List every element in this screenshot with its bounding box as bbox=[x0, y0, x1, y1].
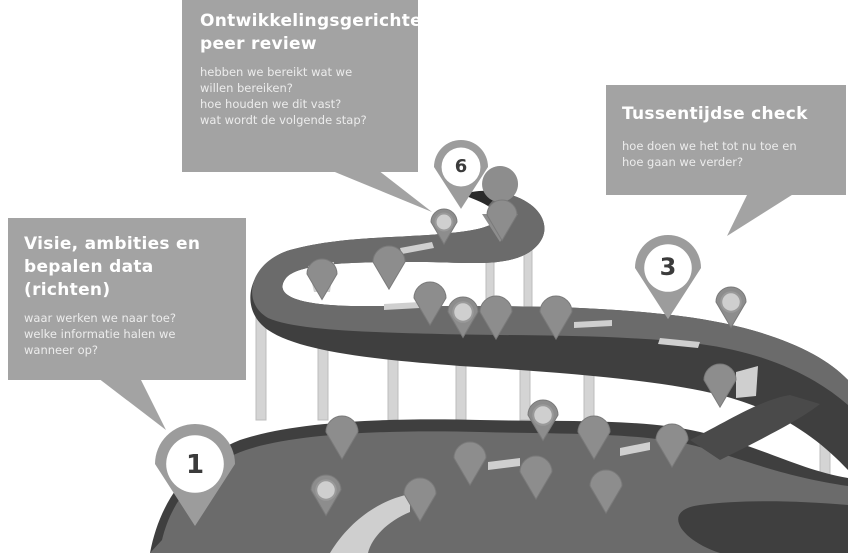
step-3-line-2: hoe gaan we verder? bbox=[622, 155, 744, 169]
location-pin-icon bbox=[447, 296, 479, 339]
step-1-line-1: waar werken we naar toe? bbox=[24, 311, 176, 325]
bubble-step-6 bbox=[182, 0, 432, 212]
marker-step-6-number: 6 bbox=[454, 156, 468, 177]
step-1-title-line-1: Visie, ambities en bbox=[24, 234, 201, 254]
location-pin-icon bbox=[479, 295, 513, 341]
bubble-step-1 bbox=[8, 218, 246, 430]
location-pin-icon bbox=[539, 295, 573, 341]
step-3-title: Tussentijdse check bbox=[622, 104, 808, 124]
step-6-line-4: wat wordt de volgende stap? bbox=[200, 113, 367, 127]
location-pin-icon bbox=[655, 423, 689, 469]
location-pin-icon bbox=[703, 363, 737, 409]
location-pin-icon bbox=[519, 455, 553, 501]
step-6-line-1: hebben we bereikt wat we bbox=[200, 65, 353, 79]
marker-step-1-number: 1 bbox=[185, 450, 205, 480]
step-6-title-line-1: Ontwikkelingsgerichte bbox=[200, 11, 422, 31]
step-1-title-line-2: bepalen data (richten) bbox=[24, 257, 154, 300]
step-6-line-2: willen bereiken? bbox=[200, 81, 293, 95]
step-6-bubble: Ontwikkelingsgerichte peer review hebben… bbox=[200, 10, 422, 128]
location-pin-icon bbox=[527, 399, 559, 442]
location-pin-icon bbox=[577, 415, 611, 461]
location-pin-icon bbox=[486, 199, 518, 242]
step-3-line-1: hoe doen we het tot nu toe en bbox=[622, 139, 797, 153]
step-3-bubble: Tussentijdse check hoe doen we het tot n… bbox=[622, 103, 842, 170]
location-pin-icon bbox=[403, 477, 437, 523]
marker-step-6-pin-icon bbox=[434, 140, 488, 209]
location-pin-icon bbox=[430, 208, 458, 246]
step-1-line-2: welke informatie halen we bbox=[24, 327, 176, 341]
marker-step-3-pin-icon bbox=[635, 235, 701, 320]
step-6-line-3: hoe houden we dit vast? bbox=[200, 97, 342, 111]
location-pin-icon bbox=[325, 415, 359, 461]
location-pin-icon bbox=[372, 245, 406, 291]
step-6-title-line-2: peer review bbox=[200, 34, 317, 54]
location-pin-icon bbox=[310, 474, 342, 517]
marker-step-3-number: 3 bbox=[659, 253, 677, 281]
bubble-step-3 bbox=[606, 85, 846, 236]
location-pin-icon bbox=[589, 469, 623, 515]
location-pin-icon bbox=[453, 441, 487, 487]
location-pin-icon bbox=[413, 281, 447, 327]
step-1-line-3: wanneer op? bbox=[24, 343, 99, 357]
marker-step-1-pin-icon bbox=[155, 424, 235, 526]
location-pin-icon bbox=[715, 286, 747, 329]
step-1-bubble: Visie, ambities en bepalen data (richten… bbox=[24, 233, 246, 358]
location-pin-icon bbox=[306, 258, 338, 301]
